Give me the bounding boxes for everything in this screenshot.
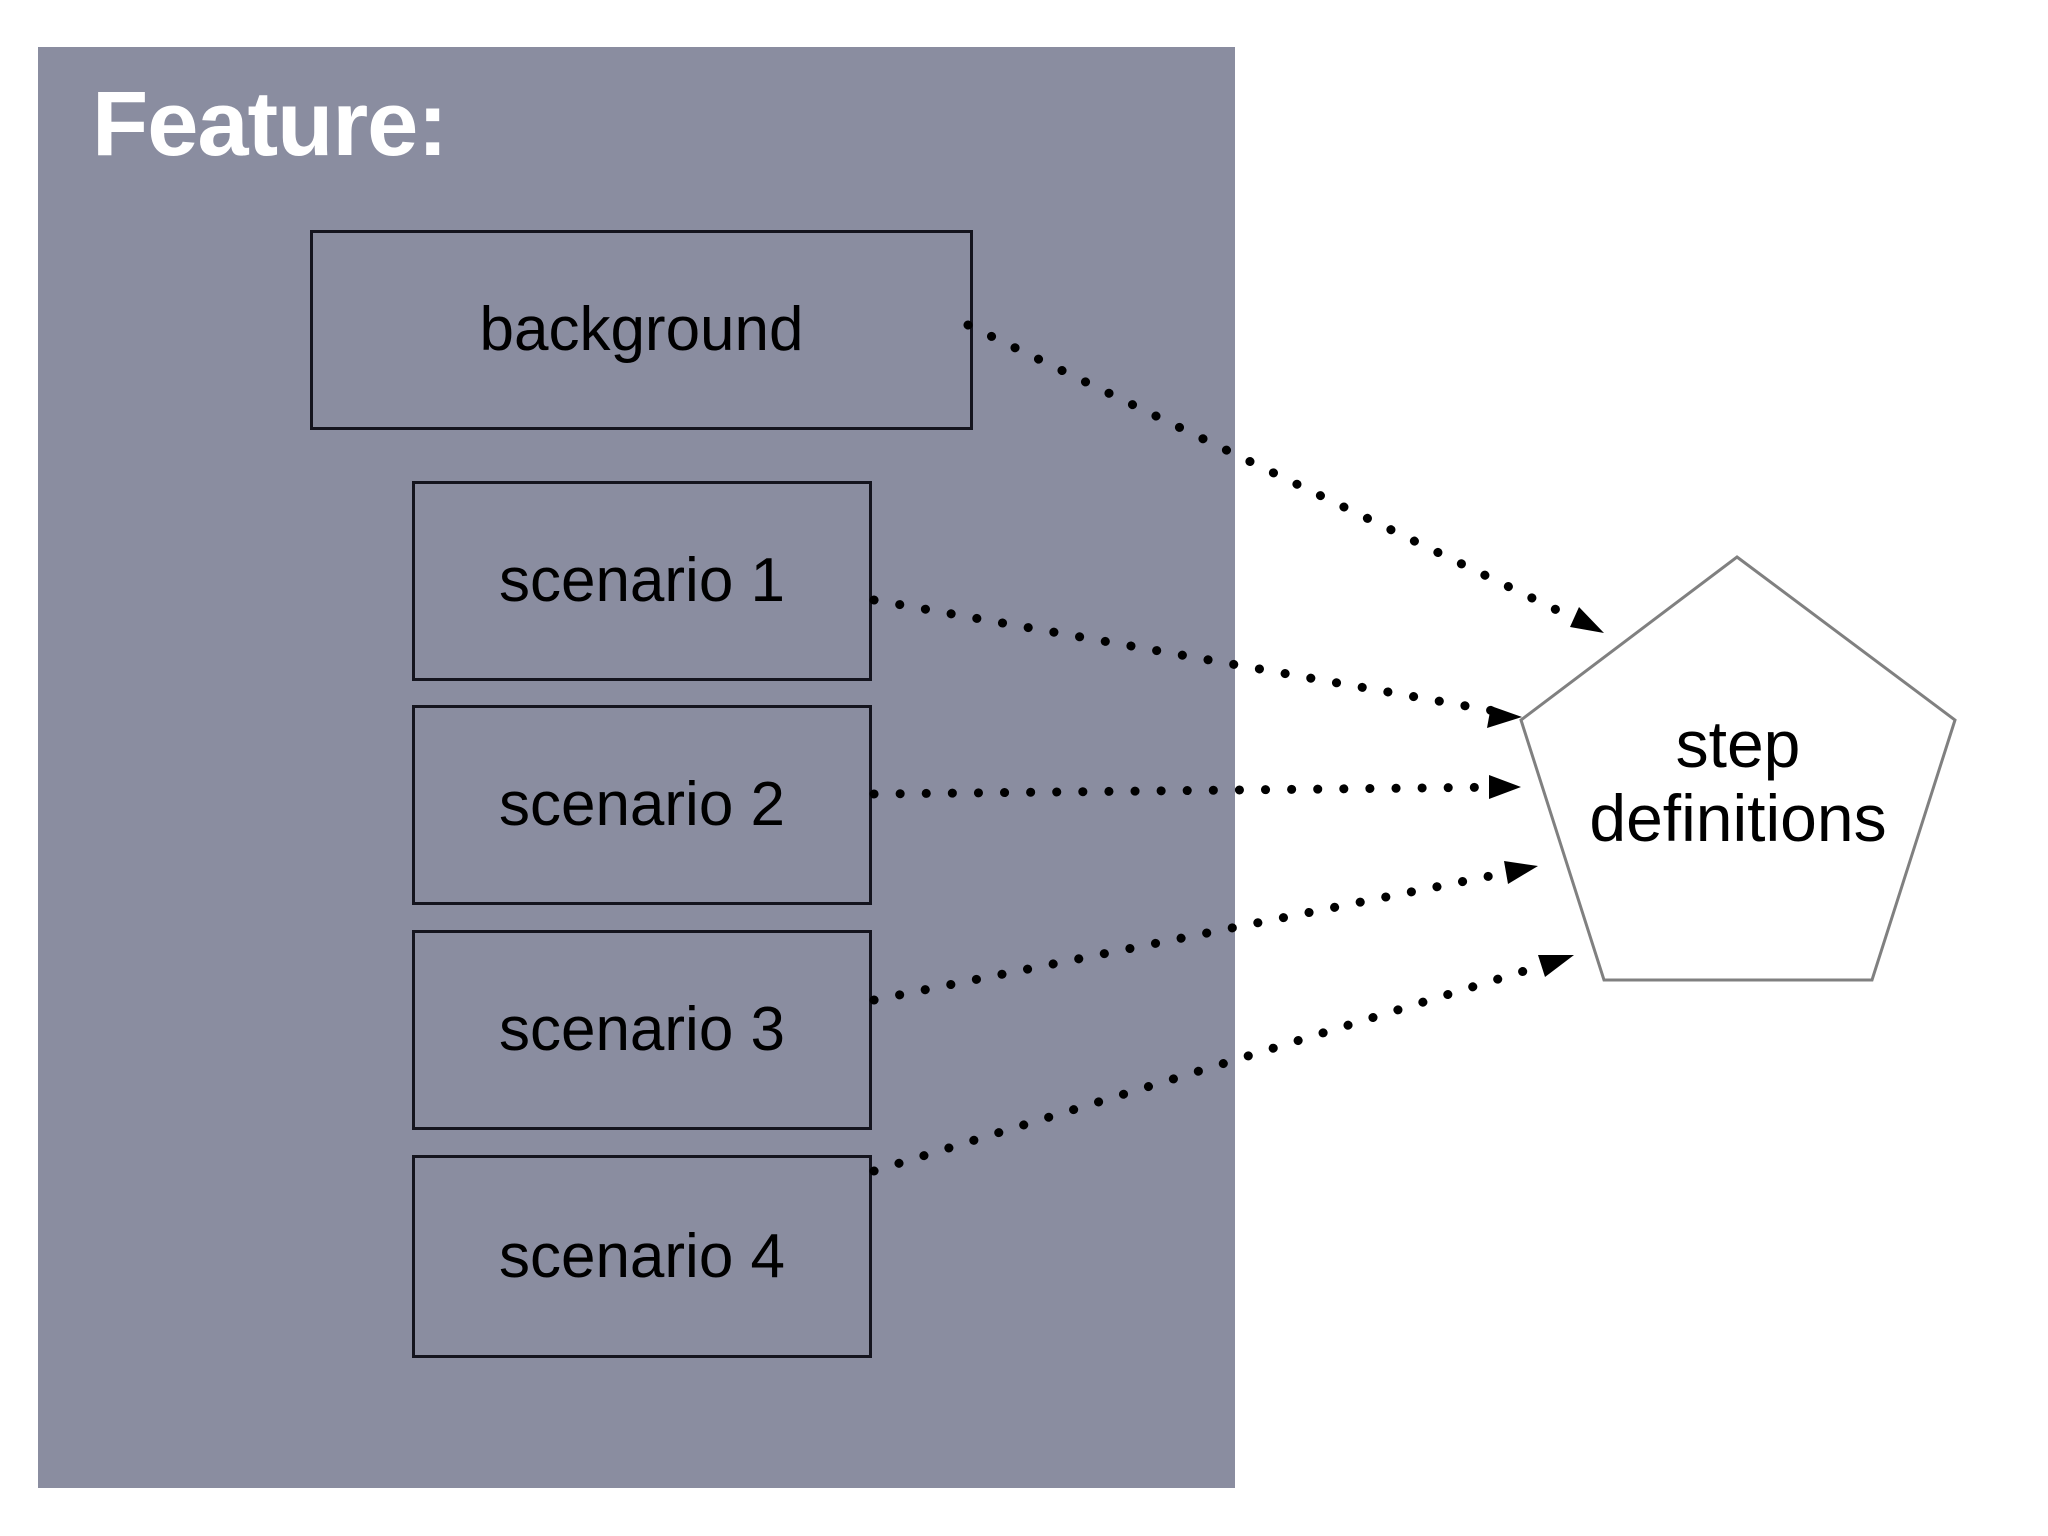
background-box[interactable]: background: [310, 230, 973, 430]
scenario-2-box-label: scenario 2: [498, 770, 786, 839]
scenario-4-box-label: scenario 4: [498, 1221, 786, 1291]
step-definitions-label-line1: step: [1675, 707, 1801, 781]
scenario-3-box-label: scenario 3: [498, 995, 786, 1064]
step-definitions-label: step definitions: [1528, 707, 1948, 856]
scenario-1-box-label: scenario 1: [498, 546, 786, 615]
scenario-1-box[interactable]: scenario 1: [412, 481, 872, 681]
feature-panel: [38, 47, 1235, 1488]
pentagon-outline: [1519, 555, 1957, 982]
scenario-2-box[interactable]: scenario 2: [412, 705, 872, 905]
scenario-4-box[interactable]: scenario 4: [412, 1155, 872, 1358]
step-definitions-label-line2: definitions: [1589, 780, 1887, 855]
scenario-3-box[interactable]: scenario 3: [412, 930, 872, 1130]
feature-title: Feature:: [92, 73, 448, 175]
background-box-label: background: [479, 295, 804, 364]
